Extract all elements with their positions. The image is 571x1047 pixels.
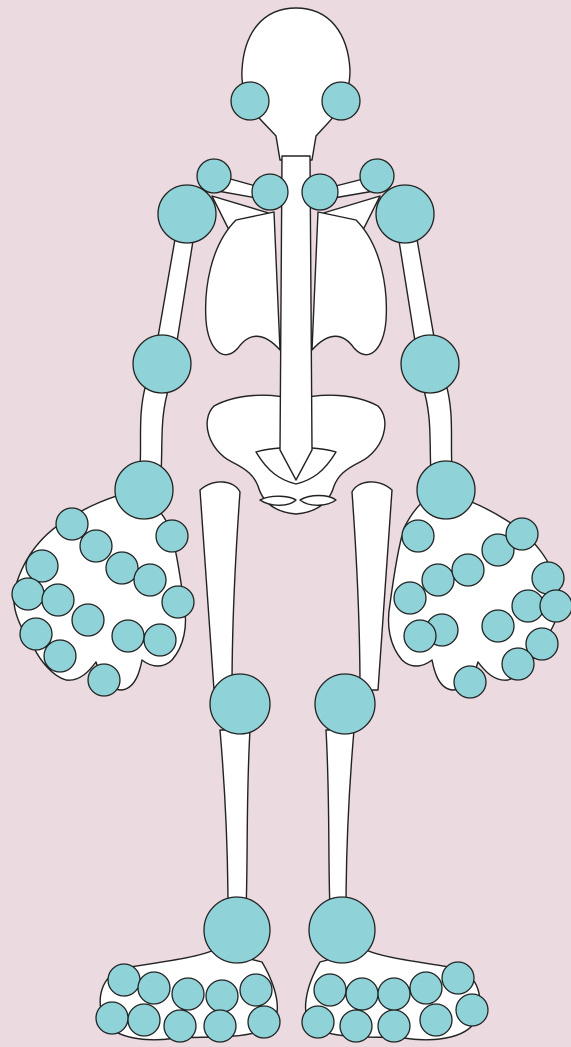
right-hand-joint-3 bbox=[452, 554, 484, 586]
left-hand-joint-5 bbox=[156, 520, 188, 552]
right-hand-joint-13 bbox=[502, 648, 534, 680]
sternoclavicular-right bbox=[360, 159, 394, 193]
right-hand-joint-5 bbox=[506, 518, 538, 550]
right-foot-joint-5 bbox=[442, 962, 474, 994]
right-foot-joint-9 bbox=[420, 1004, 452, 1036]
left-hand-joint-15 bbox=[88, 664, 120, 696]
knee-right bbox=[315, 674, 375, 734]
right-foot-joint-1 bbox=[314, 974, 346, 1006]
left-foot-joint-4 bbox=[206, 980, 238, 1012]
left-foot-joint-5 bbox=[240, 974, 272, 1006]
jaw-joint-right bbox=[322, 82, 360, 120]
ankle-left bbox=[204, 897, 270, 963]
left-foot-joint-7 bbox=[128, 1004, 160, 1036]
left-hand-joint-11 bbox=[112, 620, 144, 652]
shoulder-right bbox=[376, 185, 434, 243]
left-hand-joint-8 bbox=[12, 578, 44, 610]
left-hand-joint-9 bbox=[42, 584, 74, 616]
left-hand-joint-3 bbox=[106, 552, 138, 584]
left-hand-joint-12 bbox=[144, 624, 176, 656]
right-hand-joint-6 bbox=[394, 582, 426, 614]
acromio-left bbox=[252, 174, 288, 210]
left-hand-joint-6 bbox=[162, 586, 194, 618]
left-hand-joint-2 bbox=[80, 530, 112, 562]
left-hand-joint-1 bbox=[56, 508, 88, 540]
jaw-joint-left bbox=[231, 82, 269, 120]
right-foot-joint-10 bbox=[456, 994, 488, 1026]
right-foot-joint-2 bbox=[346, 978, 378, 1010]
right-foot-joint-6 bbox=[302, 1006, 334, 1038]
elbow-left bbox=[133, 335, 191, 393]
left-hand-joint-13 bbox=[20, 618, 52, 650]
left-foot-joint-1 bbox=[108, 964, 140, 996]
left-foot-joint-9 bbox=[204, 1010, 236, 1042]
right-hand-joint-14 bbox=[454, 666, 486, 698]
left-hand-joint-4 bbox=[134, 564, 166, 596]
right-hand-joint-2 bbox=[422, 564, 454, 596]
knee-left bbox=[210, 674, 270, 734]
left-hand-joint-10 bbox=[72, 604, 104, 636]
left-hand-joint-7 bbox=[26, 550, 58, 582]
left-foot-joint-3 bbox=[172, 978, 204, 1010]
wrist-left bbox=[115, 461, 173, 519]
right-hand-joint-1 bbox=[402, 520, 434, 552]
right-hand-joint-8 bbox=[482, 610, 514, 642]
right-foot-joint-3 bbox=[378, 978, 410, 1010]
left-foot-joint-2 bbox=[138, 972, 170, 1004]
elbow-right bbox=[401, 335, 459, 393]
shoulder-left bbox=[158, 185, 216, 243]
left-hand-joint-14 bbox=[44, 640, 76, 672]
acromio-right bbox=[302, 174, 338, 210]
left-foot-joint-8 bbox=[164, 1010, 196, 1042]
right-hand-joint-9 bbox=[512, 590, 544, 622]
sternoclavicular-left bbox=[197, 159, 231, 193]
right-foot-joint-7 bbox=[340, 1010, 372, 1042]
left-foot-joint-6 bbox=[96, 1002, 128, 1034]
right-hand-joint-15 bbox=[540, 590, 571, 622]
wrist-right bbox=[417, 461, 475, 519]
ankle-right bbox=[309, 897, 375, 963]
right-hand-joint-11 bbox=[404, 620, 436, 652]
left-foot-joint-10 bbox=[248, 1006, 280, 1038]
right-hand-joint-10 bbox=[532, 562, 564, 594]
right-foot-joint-8 bbox=[378, 1010, 410, 1042]
right-foot-joint-4 bbox=[410, 972, 442, 1004]
